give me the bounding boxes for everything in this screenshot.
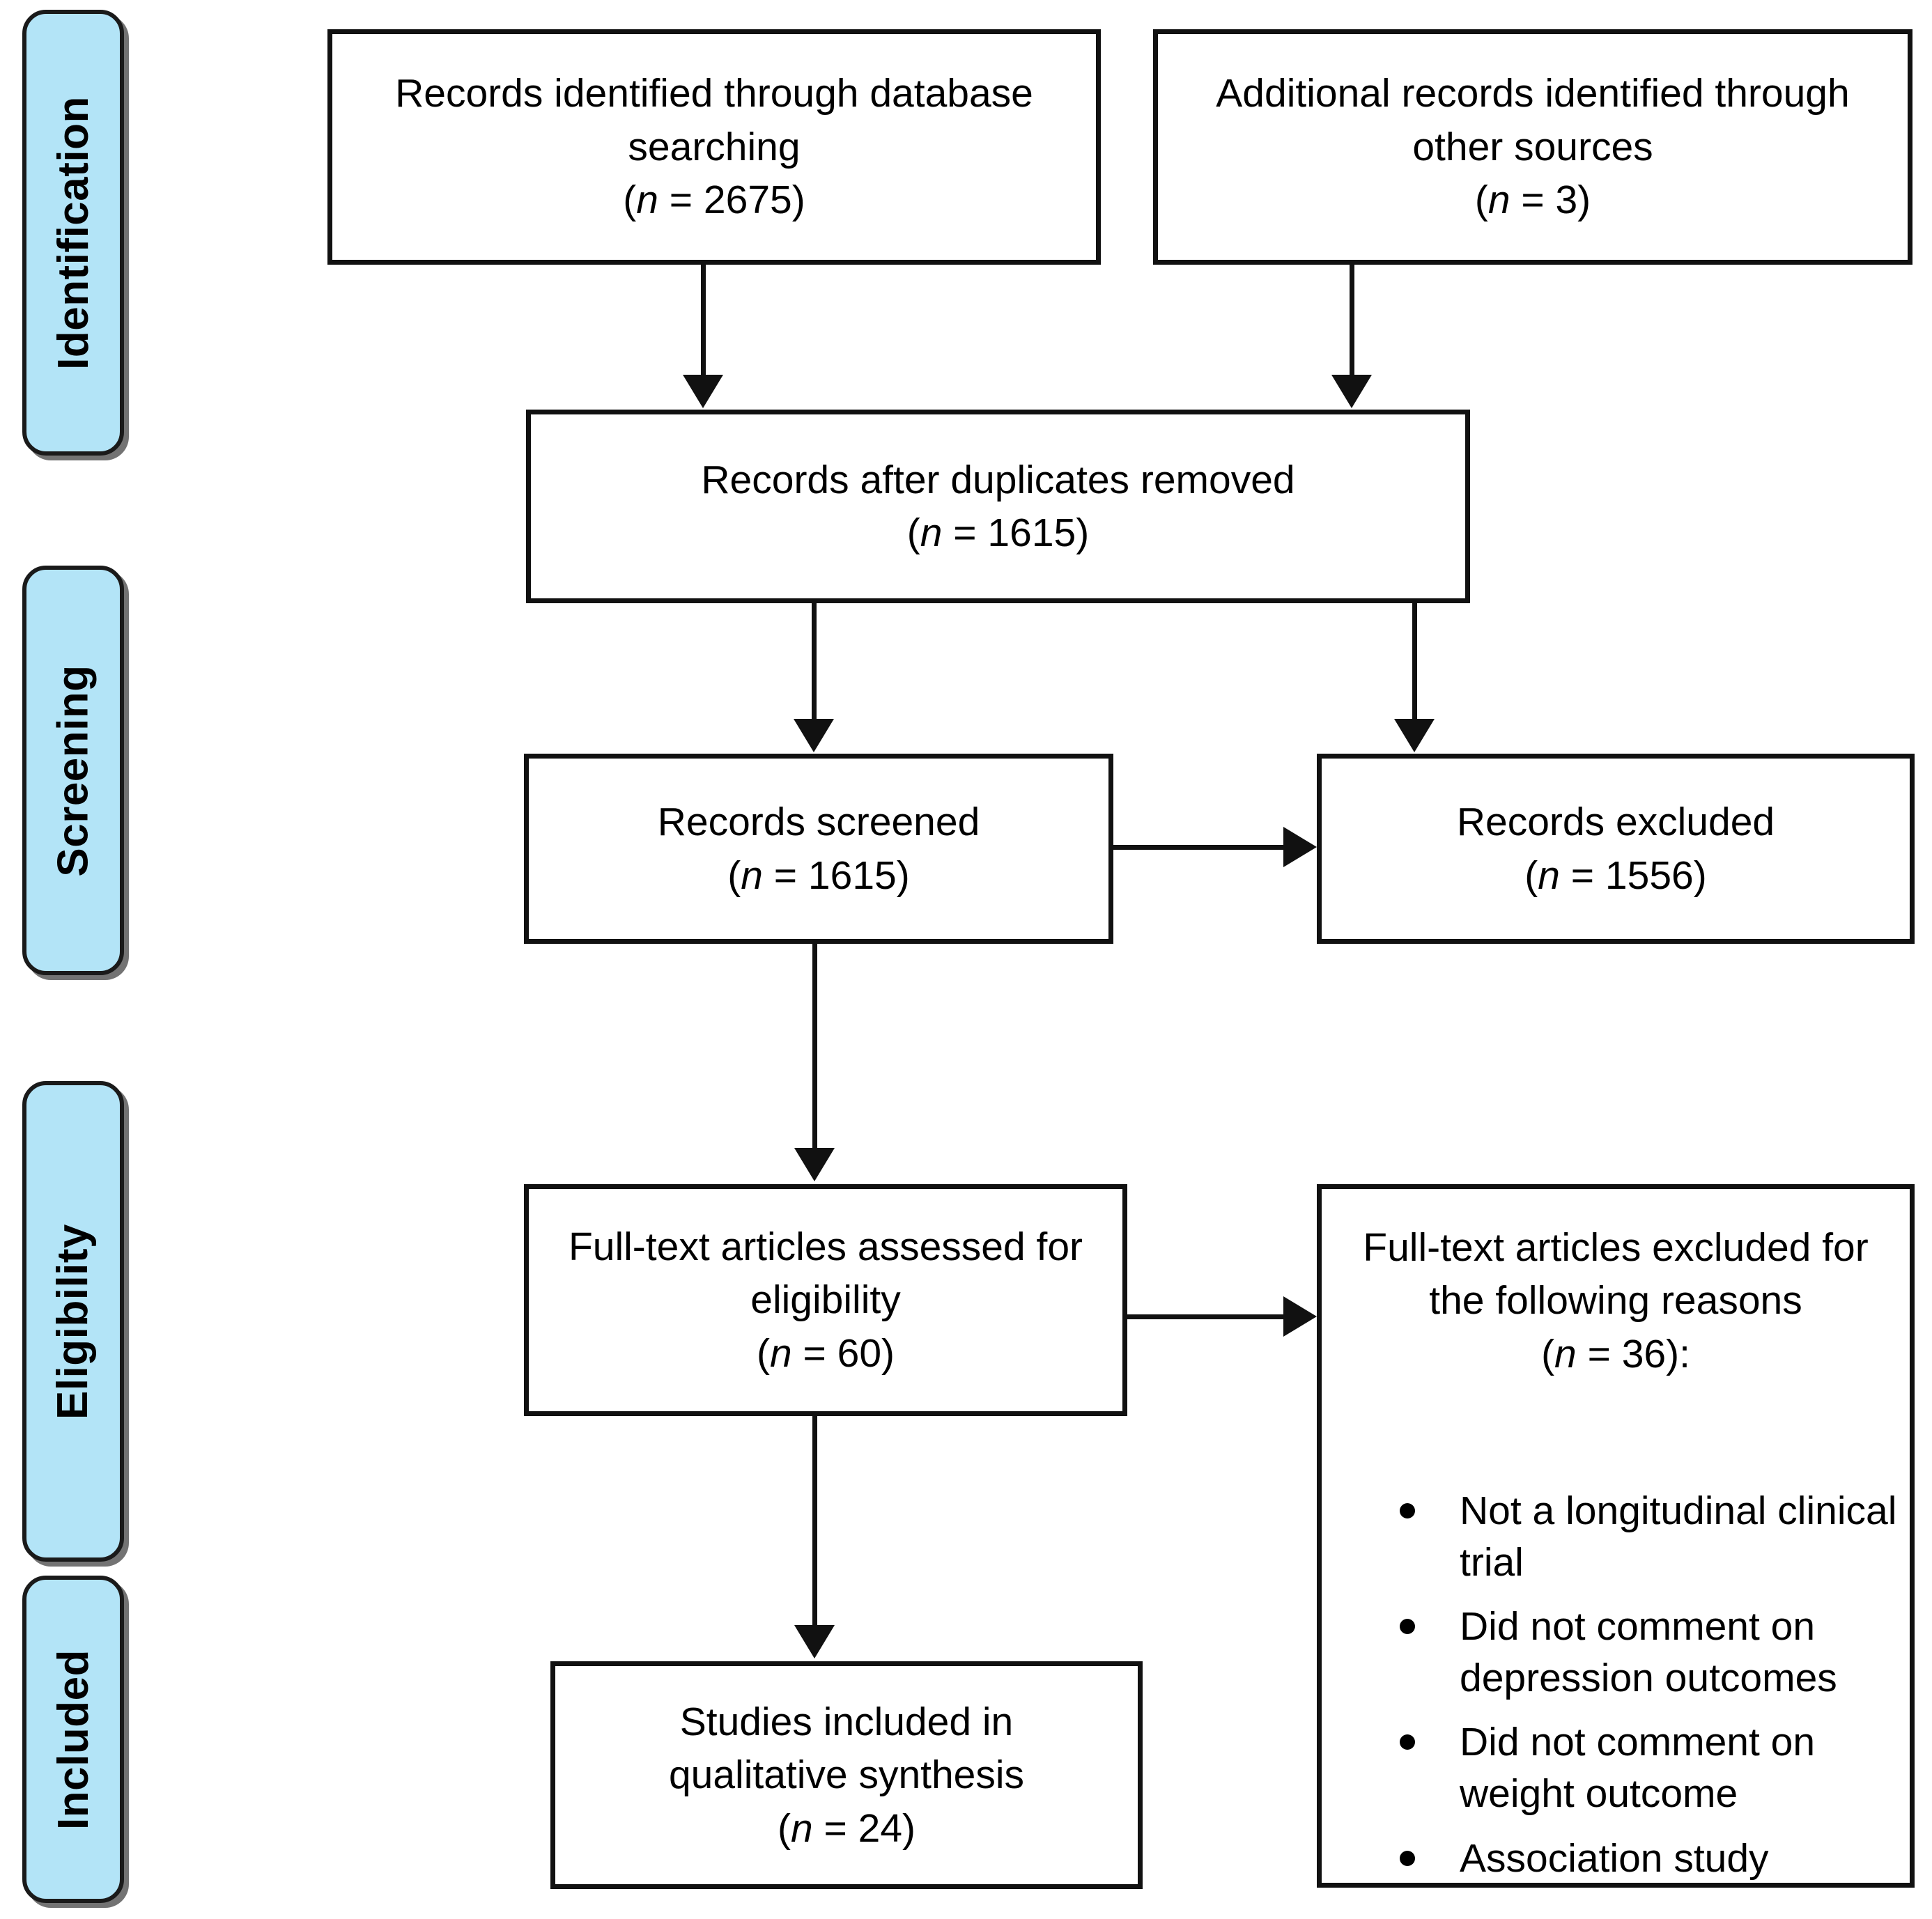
box-studies-included-line1: Studies included in xyxy=(679,1699,1014,1744)
box-records-excluded: Records excluded (n = 1556) xyxy=(1317,754,1915,944)
connector-fulltext-to-included xyxy=(812,1416,817,1626)
box-records-excluded-line1: Records excluded xyxy=(1456,800,1775,845)
connector-other-sources-to-duplicates xyxy=(1350,265,1354,376)
box-fulltext-excluded-line1: Full-text articles excluded for xyxy=(1363,1225,1869,1270)
exclusion-reason-text: Not a longitudinal clinical trial xyxy=(1460,1489,1897,1585)
box-other-sources-count: (n = 3) xyxy=(1474,178,1591,223)
arrowhead-db-search-to-duplicates xyxy=(683,375,723,408)
box-fulltext-assessed-line2: eligibility xyxy=(750,1277,901,1323)
arrowhead-fulltext-to-excluded-reasons xyxy=(1283,1296,1317,1337)
box-studies-included-qualitative-synthesis: Studies included in qualitative synthesi… xyxy=(550,1661,1143,1889)
bullet-icon xyxy=(1400,1734,1415,1750)
box-db-search-line2: searching xyxy=(628,124,801,169)
stage-label-included: Included xyxy=(22,1576,124,1903)
connector-screened-to-fulltext xyxy=(812,944,817,1149)
box-studies-included-line2: qualitative synthesis xyxy=(668,1753,1025,1798)
exclusion-reason-item: Association study xyxy=(1400,1833,1903,1884)
exclusion-reason-item: Did not comment on weight outcome xyxy=(1400,1716,1903,1819)
box-studies-included-count: (n = 24) xyxy=(777,1805,916,1851)
stage-label-screening: Screening xyxy=(22,566,124,975)
bullet-icon xyxy=(1400,1503,1415,1518)
box-other-sources-line1: Additional records identified through xyxy=(1216,71,1850,116)
box-fulltext-excluded-line2: the following reasons xyxy=(1429,1278,1802,1323)
exclusion-reason-item: Not a longitudinal clinical trial xyxy=(1400,1485,1903,1588)
arrowhead-duplicates-to-screened xyxy=(794,719,834,752)
box-records-screened-line1: Records screened xyxy=(657,800,980,845)
connector-fulltext-to-excluded-reasons xyxy=(1127,1314,1286,1319)
stage-label-identification-text: Identification xyxy=(49,95,98,370)
connector-screened-to-excluded xyxy=(1113,845,1286,850)
exclusion-reason-text: Did not comment on weight outcome xyxy=(1460,1720,1816,1817)
box-fulltext-assessed-line1: Full-text articles assessed for xyxy=(568,1224,1083,1269)
box-records-screened: Records screened (n = 1615) xyxy=(524,754,1113,944)
box-duplicates-line1: Records after duplicates removed xyxy=(701,457,1295,502)
exclusion-reason-text: Did not comment on depression outcomes xyxy=(1460,1604,1837,1701)
exclusion-reason-list: Not a longitudinal clinical trial Did no… xyxy=(1322,1485,1910,1897)
box-records-screened-count: (n = 1615) xyxy=(727,853,910,898)
box-records-identified-database: Records identified through database sear… xyxy=(327,29,1101,265)
box-additional-records-other-sources: Additional records identified through ot… xyxy=(1153,29,1912,265)
box-other-sources-line2: other sources xyxy=(1412,124,1653,169)
stage-label-eligibility-text: Eligibility xyxy=(49,1223,98,1420)
box-records-after-duplicates-removed: Records after duplicates removed (n = 16… xyxy=(526,410,1470,603)
exclusion-reason-text: Association study xyxy=(1460,1835,1769,1881)
box-db-search-line1: Records identified through database xyxy=(395,71,1033,116)
arrowhead-fulltext-to-included xyxy=(794,1625,835,1658)
connector-duplicates-to-excluded xyxy=(1412,603,1417,720)
bullet-icon xyxy=(1400,1619,1415,1635)
arrowhead-other-sources-to-duplicates xyxy=(1331,375,1372,408)
box-fulltext-excluded-count: (n = 36): xyxy=(1541,1331,1690,1376)
box-fulltext-assessed-count: (n = 60) xyxy=(756,1330,895,1376)
arrowhead-screened-to-fulltext xyxy=(794,1148,835,1181)
stage-label-eligibility: Eligibility xyxy=(22,1081,124,1562)
stage-label-identification: Identification xyxy=(22,10,124,456)
connector-duplicates-to-screened xyxy=(812,603,817,720)
stage-label-included-text: Included xyxy=(49,1649,98,1830)
arrowhead-screened-to-excluded xyxy=(1283,827,1317,867)
bullet-icon xyxy=(1400,1850,1415,1866)
arrowhead-duplicates-to-excluded xyxy=(1394,719,1435,752)
box-db-search-count: (n = 2675) xyxy=(623,178,805,223)
stage-label-screening-text: Screening xyxy=(49,664,98,877)
box-records-excluded-count: (n = 1556) xyxy=(1524,853,1707,898)
box-fulltext-excluded-reasons: Full-text articles excluded for the foll… xyxy=(1317,1184,1915,1888)
box-fulltext-assessed-eligibility: Full-text articles assessed for eligibil… xyxy=(524,1184,1127,1416)
box-duplicates-count: (n = 1615) xyxy=(906,511,1090,555)
connector-db-search-to-duplicates xyxy=(701,265,706,376)
exclusion-reason-item: Did not comment on depression outcomes xyxy=(1400,1601,1903,1704)
